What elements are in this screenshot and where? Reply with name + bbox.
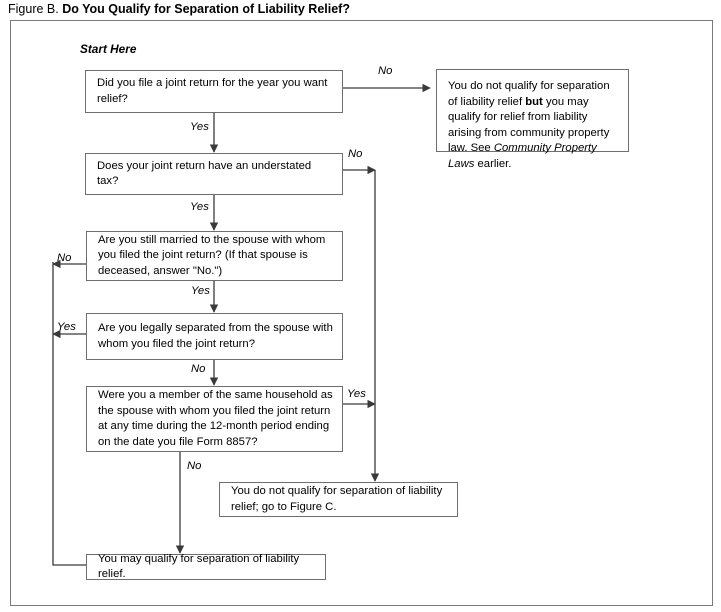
cp-part-italic: Community Property Laws (448, 142, 597, 170)
node-go-to-figure-c-text: You do not qualify for separation of lia… (231, 485, 443, 513)
edge-label-q5-yes: Yes (347, 388, 366, 400)
node-community-property: You do not qualify for separation of lia… (436, 69, 629, 170)
cp-part-3: earlier. (474, 157, 512, 170)
figure-label: Figure B. (8, 2, 59, 16)
node-legally-separated: Are you legally separated from the spous… (86, 313, 343, 360)
edge-label-q3-no: No (57, 252, 72, 264)
edge-label-q2-no: No (348, 148, 363, 160)
node-same-household: Were you a member of the same household … (86, 386, 343, 452)
edge-label-q4-no: No (191, 363, 206, 375)
start-here-label: Start Here (80, 42, 137, 56)
node-same-household-text: Were you a member of the same household … (98, 389, 333, 448)
edge-label-q1-no: No (378, 65, 393, 77)
edge-label-q4-yes: Yes (57, 321, 76, 333)
node-go-to-figure-c: You do not qualify for separation of lia… (219, 482, 458, 517)
edge-label-q2-yes: Yes (190, 201, 209, 213)
node-legally-separated-text: Are you legally separated from the spous… (98, 322, 333, 350)
page-title: Figure B. Do You Qualify for Separation … (8, 1, 350, 17)
node-still-married-text: Are you still married to the spouse with… (98, 233, 326, 277)
edge-label-q3-yes: Yes (191, 285, 210, 297)
cp-part-1: You do not qualify for separation of lia… (448, 80, 610, 108)
cp-part-bold: but (525, 95, 543, 108)
node-joint-return: Did you file a joint return for the year… (85, 70, 343, 113)
node-still-married: Are you still married to the spouse with… (86, 231, 343, 281)
node-may-qualify: You may qualify for separation of liabil… (86, 552, 326, 581)
edge-label-q1-yes: Yes (190, 121, 209, 133)
node-may-qualify-text: You may qualify for separation of liabil… (98, 552, 300, 581)
edge-label-q5-no: No (187, 460, 202, 472)
node-community-property-text: You do not qualify for separation of lia… (448, 80, 610, 170)
node-joint-return-text: Did you file a joint return for the year… (97, 77, 328, 105)
figure-question: Do You Qualify for Separation of Liabili… (62, 2, 350, 16)
node-understated-tax: Does your joint return have an understat… (85, 153, 343, 195)
cp-part-2: you may qualify for relief from liabilit… (448, 95, 610, 155)
node-understated-tax-text: Does your joint return have an understat… (97, 159, 312, 188)
